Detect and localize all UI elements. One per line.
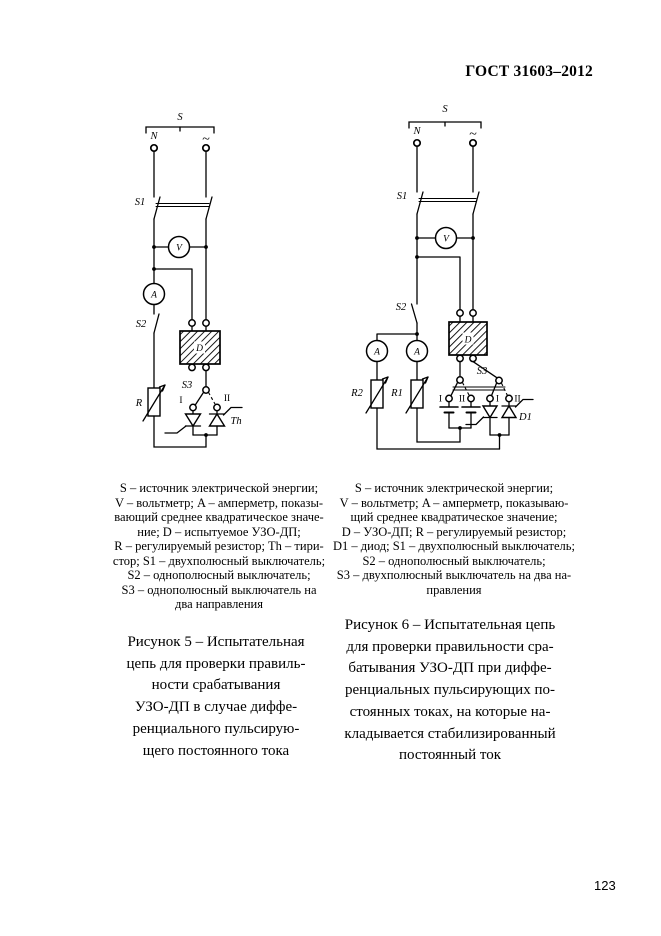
- legend-line: V – вольтметр; A – амперметр, показы-: [114, 495, 324, 510]
- caption-line: Рисунок 6 – Испытательная цепь: [344, 617, 556, 633]
- legend-line: два направления: [175, 597, 263, 611]
- label-d1: D1: [518, 412, 532, 423]
- caption-line: постоянный ток: [398, 747, 502, 764]
- resistor-r-icon: [142, 384, 166, 422]
- label-ammeter-left: A: [373, 348, 380, 358]
- caption-line: цепь для проверки правиль-: [126, 655, 306, 672]
- label-neutral: N: [412, 126, 421, 137]
- label-pos-i-left: I: [439, 395, 442, 405]
- legend-line: S2 – однополюсный выключатель;: [127, 568, 311, 582]
- caption-line: ности срабатывания: [151, 677, 281, 694]
- label-pos-i-right: I: [496, 395, 499, 405]
- caption-line: Рисунок 5 – Испытательная: [127, 634, 305, 650]
- switch-s3-common: [202, 386, 210, 394]
- caption-line: ренциальных пульсирующих по-: [345, 682, 555, 699]
- legend-line: S – источник электрической энергии;: [119, 481, 319, 495]
- battery-cell-icon-left: [439, 401, 459, 429]
- caption-line: УЗО-ДП в случае диффе-: [134, 699, 298, 716]
- label-phase: ~: [469, 127, 477, 142]
- switch-s1-icon: [416, 191, 480, 215]
- figure5-legend: S – источник электрической энергии; V – …: [97, 481, 341, 612]
- legend-line: D – УЗО-ДП; R – регулируемый резистор;: [341, 524, 567, 539]
- switch-s3-common-left: [456, 376, 464, 384]
- legend-line: щий среднее квадратическое значение;: [350, 510, 558, 524]
- label-s1: S1: [397, 191, 408, 202]
- page-number: 123: [594, 878, 616, 893]
- label-s1: S1: [135, 197, 146, 208]
- caption-line: для проверки правильности сра-: [346, 638, 554, 655]
- legend-line: D1 – диод; S1 – двухполюсный выключатель…: [333, 539, 575, 553]
- page-title: ГОСТ 31603–2012: [465, 63, 593, 80]
- figure5-circuit-diagram: S N ~ S1 V A S2 R D S3 I II Th: [135, 112, 243, 448]
- caption-line: стоянных токах, на которые на-: [349, 703, 551, 720]
- label-r2: R2: [350, 388, 363, 399]
- voltmeter-icon: [434, 226, 458, 250]
- figure6-legend: S – источник электрической энергии; V – …: [332, 481, 576, 597]
- label-s2: S2: [136, 319, 147, 330]
- neutral-terminal: [149, 143, 159, 153]
- legend-line: V – вольтметр; A – амперметр, показываю-: [339, 495, 569, 510]
- legend-line: S – источник электрической энергии;: [354, 481, 554, 495]
- label-th: Th: [231, 416, 242, 427]
- label-source: S: [177, 112, 183, 123]
- figure6-wiring: [365, 121, 534, 450]
- legend-line: стор; S1 – двухполюсный выключатель;: [112, 553, 326, 568]
- caption-line: ренциального пульсирую-: [132, 720, 300, 737]
- switch-s2-icon: [153, 313, 160, 334]
- diode-icon-right: [500, 398, 534, 436]
- label-pos-ii: II: [224, 394, 230, 404]
- thyristor-icon-right: [208, 406, 243, 436]
- caption-line: щего постоянного тока: [142, 742, 290, 759]
- device-under-test-box: [448, 321, 488, 356]
- label-ammeter-right: A: [413, 348, 420, 358]
- switch-s2-icon: [410, 303, 418, 324]
- caption-line: кладывается стабилизированный: [344, 725, 556, 742]
- thyristor-icon-left: [164, 410, 202, 436]
- legend-line: S3 – однополюсный выключатель на: [121, 582, 317, 597]
- label-d: D: [195, 344, 203, 354]
- label-s3: S3: [477, 366, 488, 377]
- legend-line: S2 – однополюсный выключатель;: [362, 553, 546, 568]
- legend-line: S3 – двухполюсный выключатель на два на-: [336, 568, 572, 582]
- label-d: D: [464, 336, 472, 346]
- neutral-terminal: [412, 138, 422, 148]
- label-r1: R1: [390, 388, 403, 399]
- figure6-circuit-diagram: S N ~ S1 V S2 A A R2 R1 D S3 I II I II D…: [350, 104, 534, 450]
- switch-s3-common-right: [495, 376, 503, 385]
- label-source: S: [442, 104, 448, 115]
- label-voltmeter: V: [176, 244, 183, 254]
- legend-line: вающий среднее квадратическое значе-: [114, 510, 324, 524]
- label-ammeter: A: [150, 291, 157, 301]
- diode-icon-left: [465, 401, 499, 436]
- legend-line: ние; D – испытуемое УЗО-ДП;: [137, 524, 301, 539]
- label-phase: ~: [202, 132, 210, 147]
- label-neutral: N: [149, 131, 158, 142]
- label-pos-i: I: [179, 396, 182, 406]
- voltmeter-icon: [167, 235, 191, 259]
- label-voltmeter: V: [443, 235, 450, 245]
- figure5-wiring: [142, 126, 243, 448]
- label-s3: S3: [182, 380, 193, 391]
- figure6-caption: Рисунок 6 – Испытательная цепь для прове…: [330, 615, 570, 767]
- switch-s1-icon: [153, 196, 213, 220]
- battery-cell-icon-right: [461, 401, 481, 429]
- legend-line: R – регулируемый резистор; Th – тири-: [114, 539, 324, 553]
- legend-line: правления: [426, 582, 482, 597]
- figure5-caption: Рисунок 5 – Испытательная цепь для прове…: [103, 632, 329, 762]
- label-pos-ii-left: II: [459, 395, 465, 405]
- label-pos-ii-right: II: [514, 395, 520, 405]
- label-s2: S2: [396, 302, 407, 313]
- label-r: R: [135, 398, 143, 409]
- caption-line: батывания УЗО-ДП при диффе-: [348, 660, 552, 677]
- switch-s3-blade: [194, 391, 205, 406]
